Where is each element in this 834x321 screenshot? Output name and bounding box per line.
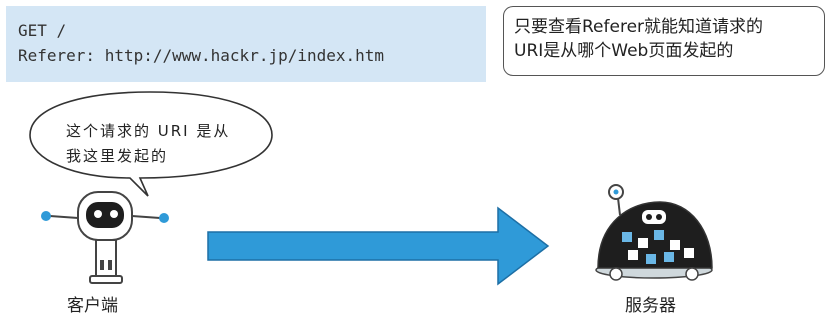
note-line-1: 只要查看Referer就能知道请求的: [514, 17, 764, 37]
speech-bubble-text: 这个请求的 URI 是从 我这里发起的: [66, 119, 230, 169]
request-line: GET /: [18, 21, 67, 40]
http-request-box: GET / Referer: http://www.hackr.jp/index…: [6, 6, 486, 82]
client-label: 客户端: [67, 296, 118, 316]
request-arrow: [207, 206, 550, 286]
speech-bubble: [29, 91, 273, 197]
speech-line-1: 这个请求的 URI 是从: [66, 122, 231, 140]
client-robot-icon: [41, 191, 169, 284]
note-line-2: URI是从哪个Web页面发起的: [514, 41, 734, 61]
referer-header-line: Referer: http://www.hackr.jp/index.htm: [18, 46, 385, 65]
speech-line-2: 我这里发起的: [66, 147, 169, 165]
explanation-note: 只要查看Referer就能知道请求的 URI是从哪个Web页面发起的: [503, 6, 825, 76]
server-label: 服务器: [625, 296, 676, 316]
server-robot-icon: [595, 184, 713, 281]
